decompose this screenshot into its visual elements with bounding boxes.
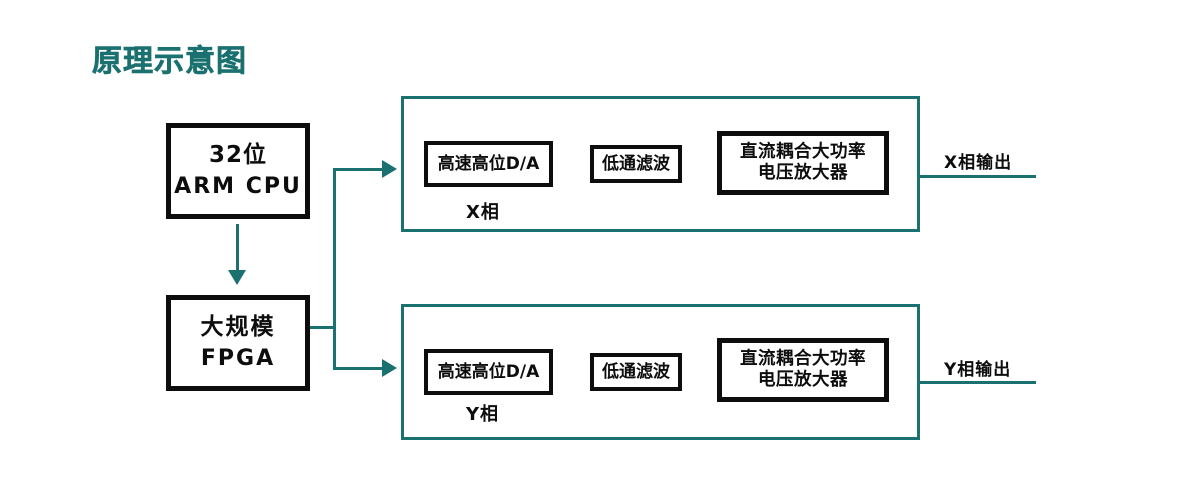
connector-cpu-to-fpga-arrowhead [228,270,246,285]
y-channel-group [401,304,920,440]
x-amplifier-line2: 电压放大器 [758,163,848,183]
connector-x-output-line [918,175,1036,178]
connector-fpga-to-y-branch [333,367,384,370]
x-output-label: X相输出 [944,153,1013,173]
connector-cpu-to-fpga-stem [236,224,239,272]
page-title: 原理示意图 [92,44,247,80]
y-phase-label: Y相 [466,404,500,425]
x-amplifier-block: 直流耦合大功率 电压放大器 [717,131,889,195]
connector-fpga-bus-stub [310,326,336,329]
x-amplifier-line1: 直流耦合大功率 [740,142,866,163]
x-filter-label: 低通滤波 [602,153,670,174]
x-filter-block: 低通滤波 [590,145,682,183]
cpu-block-line1: 32位 [208,141,267,168]
x-channel-group [401,96,920,232]
y-dac-label: 高速高位D/A [437,361,540,382]
fpga-block-line1: 大规模 [200,313,276,340]
y-dac-block: 高速高位D/A [424,349,553,395]
y-amplifier-line1: 直流耦合大功率 [740,349,866,370]
y-amplifier-block: 直流耦合大功率 电压放大器 [717,338,889,402]
fpga-block: 大规模 FPGA [166,295,310,391]
x-phase-label: X相 [466,202,500,223]
connector-fpga-bus-trunk [333,168,336,370]
y-filter-label: 低通滤波 [602,361,670,382]
x-dac-block: 高速高位D/A [424,141,553,187]
y-output-label: Y相输出 [944,360,1012,380]
y-filter-block: 低通滤波 [590,353,682,391]
fpga-block-line2: FPGA [200,346,276,372]
connector-fpga-to-y-arrowhead [382,359,397,377]
connector-fpga-to-x-branch [333,168,384,171]
y-amplifier-line2: 电压放大器 [758,370,848,390]
cpu-block-line2: ARM CPU [174,174,302,200]
cpu-block: 32位 ARM CPU [166,123,310,219]
connector-y-output-line [918,381,1036,384]
connector-fpga-to-x-arrowhead [382,160,397,178]
x-dac-label: 高速高位D/A [437,153,540,174]
